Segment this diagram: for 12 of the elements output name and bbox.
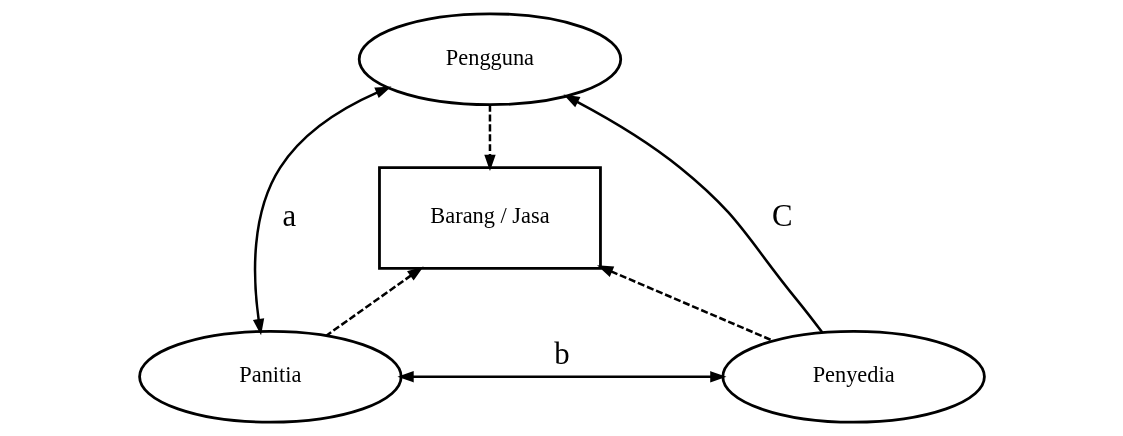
- node-box: Barang / Jasa: [377, 166, 602, 270]
- arrow: [252, 86, 391, 336]
- edge-label: b: [553, 336, 570, 371]
- arrow: [562, 94, 823, 334]
- edge-label: C: [771, 198, 793, 233]
- node-ellipse: Panitia: [137, 329, 403, 424]
- node-ellipse: Penyedia: [720, 329, 986, 424]
- edge-label: a: [281, 198, 296, 233]
- arrow: [396, 371, 726, 383]
- arrow: [483, 104, 496, 172]
- arrow: [596, 265, 773, 342]
- arrow: [325, 266, 424, 337]
